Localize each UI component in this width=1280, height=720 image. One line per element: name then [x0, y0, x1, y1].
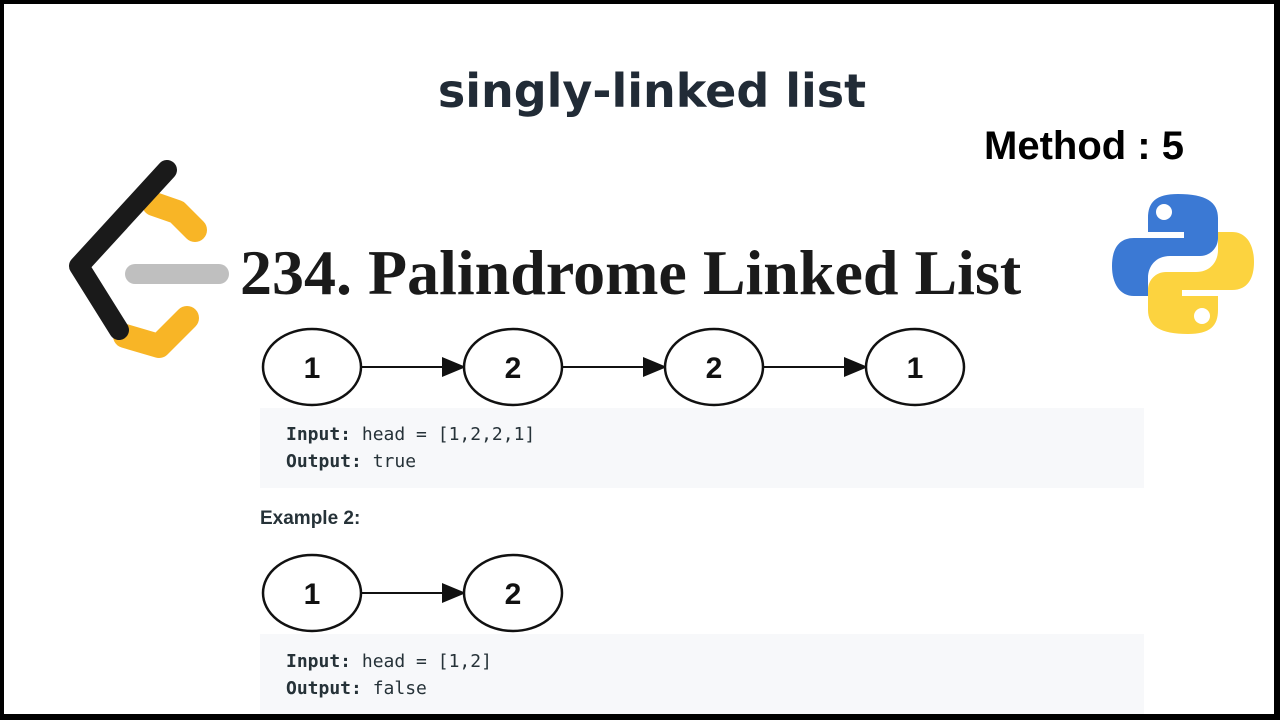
list-node	[462, 553, 564, 633]
example2-label: Example 2:	[260, 508, 361, 529]
node-value: 2	[505, 352, 522, 385]
example2-code-block: Input: head = [1,2] Output: false	[260, 634, 1144, 714]
output-line: Output: false	[286, 675, 1144, 702]
input-value: head = [1,2,2,1]	[361, 424, 536, 445]
input-line: Input: head = [1,2,2,1]	[286, 421, 1144, 448]
list-node	[261, 553, 363, 633]
input-key: Input:	[286, 651, 352, 672]
example1-code-block: Input: head = [1,2,2,1] Output: true	[260, 408, 1144, 488]
example1-linked-list-diagram: 1 2 2 1	[261, 327, 966, 407]
output-value: false	[372, 678, 427, 699]
input-value: head = [1,2]	[361, 651, 492, 672]
output-key: Output:	[286, 678, 362, 699]
list-node	[462, 327, 564, 407]
example2-linked-list-diagram: 1 2	[261, 553, 564, 633]
list-node	[261, 327, 363, 407]
output-key: Output:	[286, 451, 362, 472]
list-node	[864, 327, 966, 407]
input-key: Input:	[286, 424, 352, 445]
leetcode-logo	[69, 160, 229, 358]
output-value: true	[372, 451, 417, 472]
node-value: 1	[907, 352, 924, 385]
thumbnail-canvas: singly-linked list Method : 5 234. Palin…	[4, 4, 1274, 714]
node-value: 2	[505, 578, 522, 611]
input-line: Input: head = [1,2]	[286, 648, 1144, 675]
method-label: Method : 5	[984, 124, 1184, 168]
problem-title: 234. Palindrome Linked List	[240, 237, 1022, 308]
node-value: 1	[304, 578, 321, 611]
subtitle: singly-linked list	[437, 64, 867, 118]
output-line: Output: true	[286, 448, 1144, 475]
python-logo	[1112, 194, 1254, 334]
list-node	[663, 327, 765, 407]
node-value: 1	[304, 352, 321, 385]
node-value: 2	[706, 352, 723, 385]
